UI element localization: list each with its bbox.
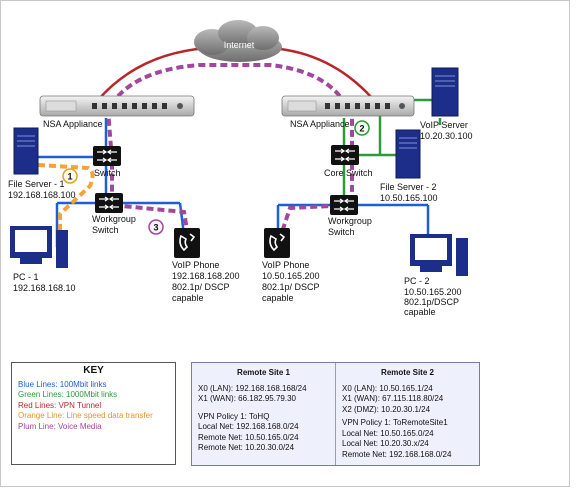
- workgroup-left-label-2: Switch: [92, 225, 119, 235]
- site-iface-line: X0 (LAN): 10.50.165.1/24: [342, 383, 433, 393]
- file-server-2-ip: 10.50.165.100: [380, 193, 438, 203]
- site-vpn-line: VPN Policy 1: ToHQ: [198, 411, 270, 421]
- site-iface-line: X0 (LAN): 192.168.168.168/24: [198, 383, 307, 393]
- workgroup-left-label-1: Workgroup: [92, 214, 136, 224]
- voip-phone-right-ip: 10.50.165.200: [262, 271, 320, 281]
- nsa-appliance-right: NSA Appliance: [281, 95, 415, 129]
- svg-text:2: 2: [359, 124, 364, 134]
- pc-2-qos: 802.1p/DSCP: [404, 297, 459, 307]
- pc-2-capable: capable: [404, 307, 436, 317]
- site-vpn-line: Remote Net: 192.168.168.0/24: [342, 449, 452, 459]
- plum-voice-line: [105, 63, 354, 237]
- server-icon: [13, 127, 39, 175]
- svg-text:1: 1: [67, 172, 72, 182]
- phone-icon: [264, 228, 290, 258]
- legend-item-orange: Orange Line: Line speed data transfer: [18, 411, 153, 420]
- file-server-1: File Server - 1 192.168.168.100: [8, 127, 76, 200]
- nsa-appliance-right-label: NSA Appliance: [290, 119, 350, 129]
- site-title: Remote Site 1: [237, 368, 290, 377]
- remote-site-2: Remote Site 2 X0 (LAN): 10.50.165.1/24 X…: [335, 363, 479, 465]
- computer-icon: [10, 226, 68, 268]
- core-switch-icon: Core Switch: [324, 145, 373, 178]
- legend-title: KEY: [83, 365, 104, 376]
- marker-1: 1: [62, 168, 78, 184]
- voip-server: VoIP Server 10.20.30.100: [420, 67, 473, 141]
- file-server-1-name: File Server - 1: [8, 179, 65, 189]
- site-vpn-line: Local Net: 192.168.168.0/24: [198, 422, 299, 431]
- computer-icon: [410, 234, 468, 276]
- legend-item-red: Red Lines: VPN Tunnel: [18, 400, 102, 410]
- voip-phone-left-name: VoIP Phone: [172, 260, 219, 270]
- core-switch-label: Core Switch: [324, 168, 373, 178]
- legend-item-blue: Blue Lines: 100Mbit links: [18, 379, 107, 389]
- site-iface-line: X2 (DMZ): 10.20.30.1/24: [342, 404, 431, 414]
- site-vpn-line: Local Net: 10.50.165.0/24: [342, 428, 434, 438]
- orange-data-line: [37, 163, 95, 240]
- pc-1-name: PC - 1: [13, 272, 39, 282]
- pc-2-name: PC - 2: [404, 276, 430, 286]
- remote-sites-table: Remote Site 1 X0 (LAN): 192.168.168.168/…: [191, 362, 480, 466]
- voip-phone-right-capable: capable: [262, 293, 294, 303]
- workgroup-right-label-2: Switch: [328, 227, 355, 237]
- pc-2-ip: 10.50.165.200: [404, 287, 462, 297]
- site-title: Remote Site 2: [381, 368, 434, 377]
- phone-icon: [174, 228, 200, 258]
- voip-phone-right: VoIP Phone 10.50.165.200 802.1p/ DSCP ca…: [262, 228, 320, 303]
- server-icon: [395, 129, 421, 179]
- diagram-frame: [0, 0, 570, 487]
- site-iface-line: X1 (WAN): 66.182.95.79.30: [198, 394, 296, 403]
- voip-phone-right-name: VoIP Phone: [262, 260, 309, 270]
- workgroup-switch-right-icon: Workgroup Switch: [328, 195, 372, 237]
- voip-phone-left-ip: 192.168.168.200: [172, 271, 240, 281]
- switch-left-label: Switch: [94, 168, 121, 178]
- voip-phone-right-qos: 802.1p/ DSCP: [262, 282, 320, 292]
- svg-text:3: 3: [153, 223, 158, 233]
- file-server-2-name: File Server - 2: [380, 182, 437, 192]
- voip-phone-left-qos: 802.1p/ DSCP: [172, 282, 230, 292]
- file-server-2: File Server - 2 10.50.165.100: [380, 129, 438, 203]
- remote-site-1: Remote Site 1 X0 (LAN): 192.168.168.168/…: [192, 363, 335, 465]
- pc-2: PC - 2 10.50.165.200 802.1p/DSCP capable: [404, 234, 468, 317]
- switch-left-icon: Switch: [93, 146, 121, 178]
- spacer: [198, 405, 329, 412]
- internet-cloud: Internet: [194, 20, 282, 62]
- workgroup-right-label-1: Workgroup: [328, 216, 372, 226]
- server-icon: [431, 67, 459, 117]
- pc-1: PC - 1 192.168.168.10: [10, 226, 76, 293]
- pc-1-ip: 192.168.168.10: [13, 283, 76, 293]
- marker-3: 3: [148, 219, 164, 235]
- legend-key: KEY Blue Lines: 100Mbit links Green Line…: [11, 362, 176, 465]
- nsa-appliance-left: NSA Appliance: [39, 95, 195, 129]
- file-server-1-ip: 192.168.168.100: [8, 190, 76, 200]
- voip-server-ip: 10.20.30.100: [420, 131, 473, 141]
- internet-label: Internet: [224, 40, 255, 50]
- site-vpn-line: Local Net: 10.20.30.x/24: [342, 439, 429, 448]
- voip-phone-left: VoIP Phone 192.168.168.200 802.1p/ DSCP …: [172, 228, 240, 303]
- legend-item-plum: Plum Line: Voice Media: [18, 421, 102, 431]
- voip-phone-left-capable: capable: [172, 293, 204, 303]
- marker-2: 2: [354, 120, 370, 136]
- nsa-appliance-left-label: NSA Appliance: [43, 119, 103, 129]
- workgroup-switch-left-icon: Workgroup Switch: [92, 193, 136, 235]
- site-vpn-line: Remote Net: 10.20.30.0/24: [198, 443, 295, 452]
- site-iface-line: X1 (WAN): 67.115.118.80/24: [342, 394, 444, 403]
- site-vpn-line: VPN Policy 1: ToRemoteSite1: [342, 418, 448, 427]
- voip-server-name: VoIP Server: [420, 120, 468, 130]
- site-vpn-line: Remote Net: 10.50.165.0/24: [198, 432, 299, 442]
- legend-item-green: Green Lines: 1000Mbit links: [18, 390, 118, 399]
